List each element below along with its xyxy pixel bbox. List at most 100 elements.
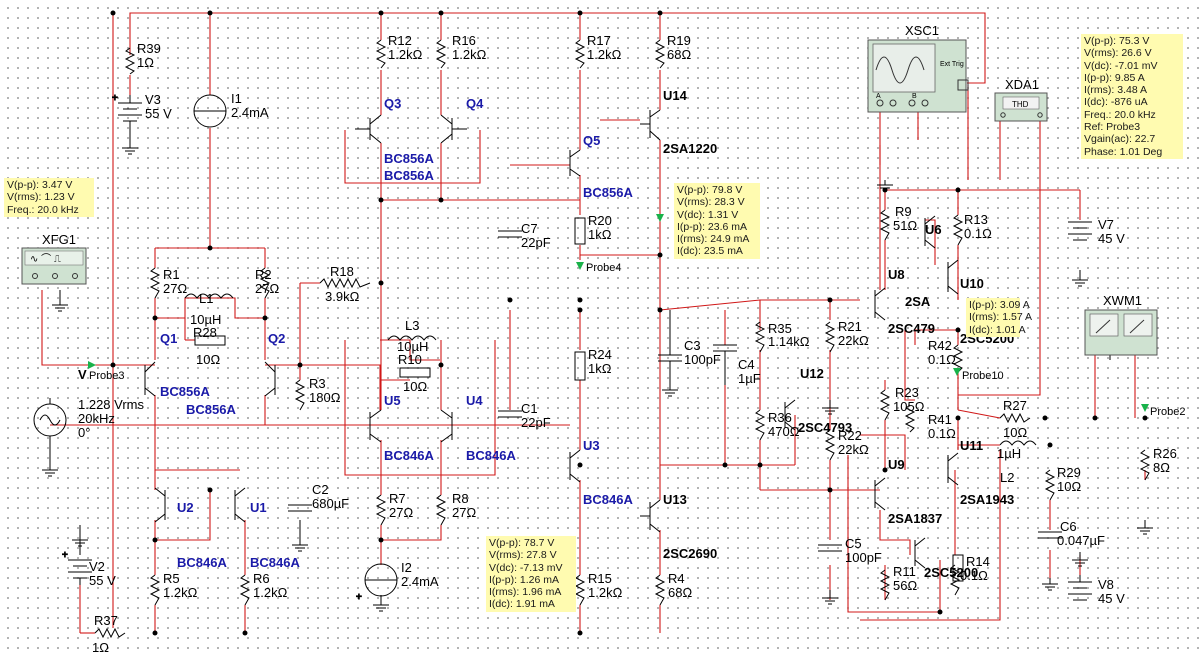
value-L3: 10µH (397, 339, 428, 354)
label-Q3: Q3 (384, 96, 401, 111)
label-R37: R37 (94, 613, 118, 628)
label-I2: I2 (401, 560, 412, 575)
xda1-label: XDA1 (1005, 77, 1039, 92)
label-R11: R11 (893, 564, 916, 579)
label-U14: U14 (663, 88, 688, 103)
thd-label: THD (1012, 100, 1029, 109)
label-R39: R39 (137, 41, 161, 56)
value-R36: 470Ω (768, 424, 800, 439)
label-Q1: Q1 (160, 331, 177, 346)
measurement-line: I(dc): 1.91 mA (489, 598, 555, 611)
value-R14: 0.1Ω (960, 568, 988, 583)
label-R1: R1 (163, 267, 180, 282)
label-R6: R6 (253, 571, 270, 586)
label-U2: U2 (177, 500, 194, 515)
value-U11: 2SA1943 (960, 492, 1014, 507)
value-R24: 1kΩ (588, 361, 612, 376)
label-R8: R8 (452, 491, 469, 506)
probe2-label: Probe2 (1150, 406, 1185, 418)
value-C1: 22pF (521, 415, 551, 430)
value-Q2: BC856A (186, 402, 236, 417)
xwm1-label: XWM1 (1103, 293, 1142, 308)
value-R8: 27Ω (452, 505, 476, 520)
value-R35: 1.14kΩ (768, 334, 810, 349)
ext-trig-label: Ext Trig (940, 61, 964, 68)
function-generator-xfg1[interactable]: ∿ ⌒ ⎍ XFG1 (21, 232, 87, 285)
label-U12: U12 (800, 366, 824, 381)
value-R41: 0.1Ω (928, 426, 956, 441)
label-R36: R36 (768, 410, 792, 425)
measurement-line: I(p-p): 1.26 mA (489, 573, 560, 586)
measurement-line: I(rms): 24.9 mA (677, 233, 750, 246)
label-R3: R3 (309, 376, 326, 391)
resistor-symbols (94, 39, 1151, 639)
label-Q2: Q2 (268, 331, 285, 346)
value-V3: 55 V (145, 106, 172, 121)
channel-b-label: B (912, 93, 917, 100)
dc-sources: + + (62, 93, 1092, 601)
value-U3: BC846A (583, 492, 633, 507)
label-R12: R12 (388, 33, 412, 48)
label-U13: U13 (663, 492, 687, 507)
svg-text:∿ ⌒ ⎍: ∿ ⌒ ⎍ (30, 253, 61, 265)
label-L1: L1 (199, 291, 213, 306)
box-resistors (194, 217, 964, 582)
capacitor-symbols (288, 230, 1062, 552)
distortion-analyzer-xda1[interactable] (994, 92, 1048, 122)
value-Q3: BC856A (384, 151, 434, 166)
measurement-line: Freq.: 20.0 kHz (7, 203, 79, 216)
measurement-line: V(rms): 27.8 V (489, 549, 557, 562)
label-U1: U1 (250, 500, 267, 515)
value-R17: 1.2kΩ (587, 47, 622, 62)
value-U1: BC846A (250, 555, 300, 570)
measurement-probe2: V(p-p): 75.3 V V(rms): 26.6 V V(dc): -7.… (1081, 34, 1183, 159)
measurement-line: Freq.: 20.0 kHz (1084, 108, 1156, 121)
value-U9-driver: 2SC5200 (924, 565, 978, 580)
label-R21: R21 (838, 319, 862, 334)
wires (41, 12, 1146, 634)
label-U3: U3 (583, 438, 600, 453)
xsc1-label: XSC1 (905, 23, 939, 38)
value-Q5: BC856A (583, 185, 633, 200)
value-I2: 2.4mA (401, 574, 439, 589)
value-C3: 100pF (684, 352, 721, 367)
value-L2: 1µH (997, 446, 1021, 461)
label-R35: R35 (768, 321, 792, 336)
measurement-probe10: I(p-p): 3.09 A I(rms): 1.57 A I(dc): 1.0… (966, 298, 1033, 337)
measurement-line: I(rms): 1.57 A (969, 311, 1033, 324)
label-R23: R23 (895, 385, 919, 400)
value-U2: BC846A (177, 555, 227, 570)
label-V7: V7 (1098, 217, 1114, 232)
value-R16: 1.2kΩ (452, 47, 487, 62)
label-R15: R15 (588, 571, 612, 586)
value-C2: 680µF (312, 496, 349, 511)
value-U14: 2SA1220 (663, 141, 717, 156)
label-U4: U4 (466, 393, 483, 408)
value-Q1: BC856A (160, 384, 210, 399)
measurement-line: I(dc): -876 uA (1084, 96, 1148, 109)
label-R4: R4 (668, 571, 685, 586)
label-R22: R22 (838, 428, 862, 443)
label-R26: R26 (1153, 446, 1177, 461)
probe3-label: Probe3 (89, 370, 124, 382)
value-C7: 22pF (521, 235, 551, 250)
value-R6: 1.2kΩ (253, 585, 288, 600)
value-U5: BC846A (384, 448, 434, 463)
label-C4: C4 (738, 357, 755, 372)
wattmeter-xwm1[interactable] (1084, 309, 1158, 356)
channel-a-label: A (876, 93, 881, 100)
measurement-line: V(p-p): 3.47 V (7, 179, 73, 191)
label-R16: R16 (452, 33, 476, 48)
label-R42: R42 (928, 338, 952, 353)
value-R29: 10Ω (1057, 479, 1081, 494)
svg-text:+: + (356, 592, 362, 603)
value-R12: 1.2kΩ (388, 47, 423, 62)
oscilloscope-xsc1[interactable] (867, 39, 969, 113)
value-V8: 45 V (1098, 591, 1125, 606)
value-R20: 1kΩ (588, 227, 612, 242)
label-U11: U11 (960, 438, 983, 453)
label-C1: C1 (521, 401, 538, 416)
value-R9: 51Ω (893, 218, 917, 233)
measurement-line: I(p-p): 3.09 A (969, 299, 1030, 311)
